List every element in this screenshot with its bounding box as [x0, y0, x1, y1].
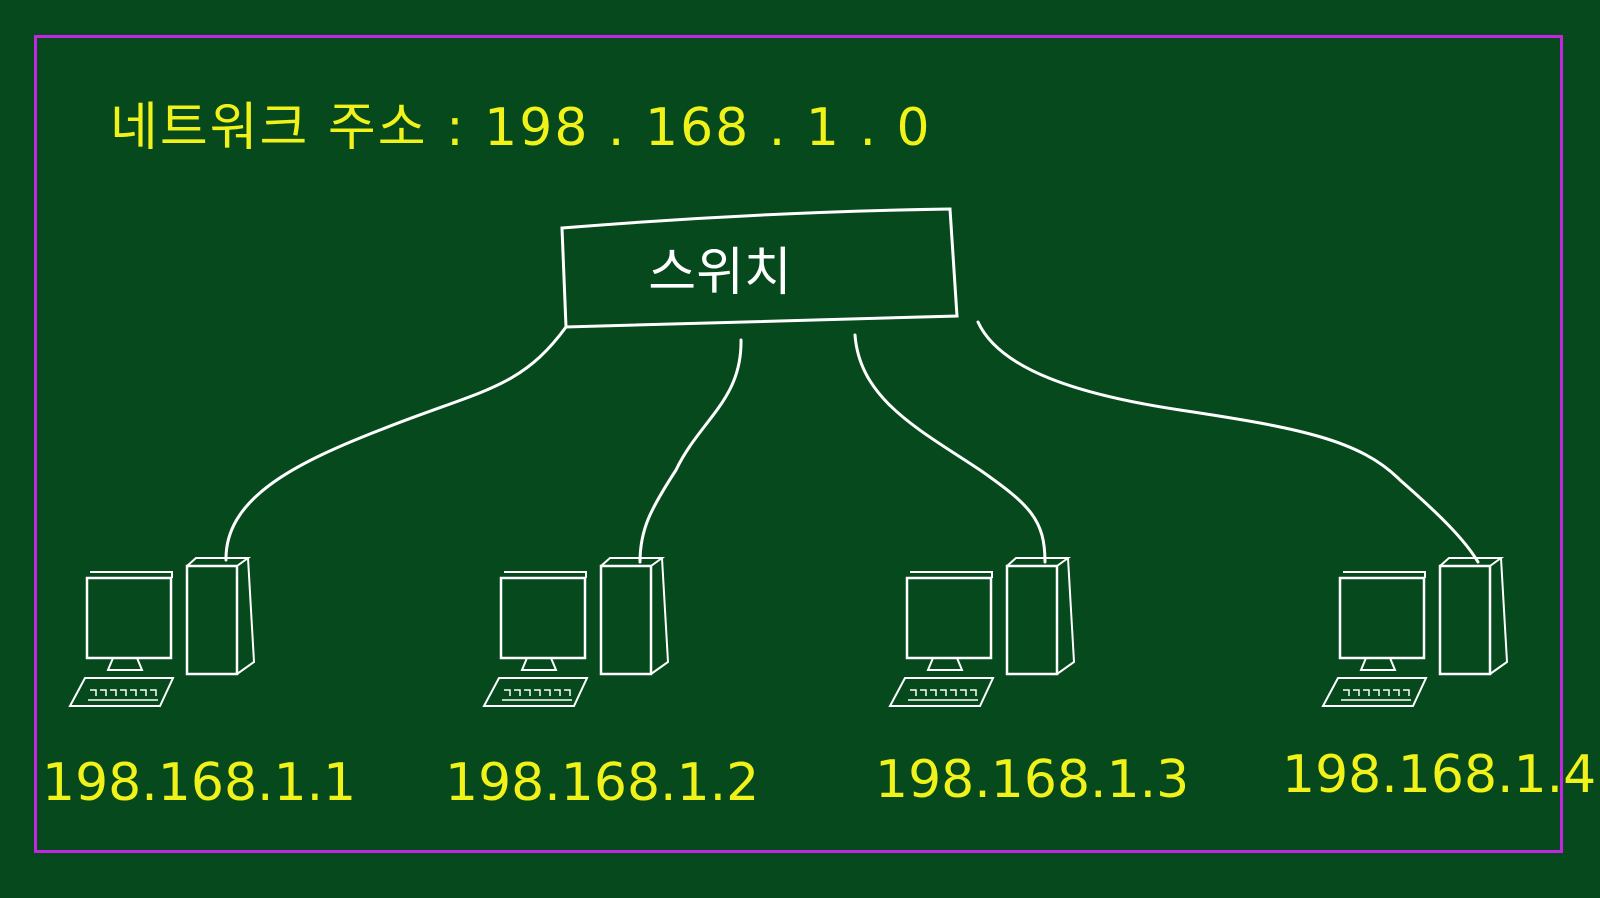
host-ip-label-2: 198.168.1.2: [445, 753, 759, 813]
computer-icon: [1321, 557, 1509, 707]
computer-icon: [482, 557, 670, 707]
cable-host-4: [976, 320, 1480, 564]
switch-node: 스위치: [560, 207, 959, 329]
switch-box: [560, 207, 959, 329]
network-address-label: 네트워크 주소 : 198 . 168 . 1 . 0: [110, 98, 932, 158]
host-ip-label-1: 198.168.1.1: [42, 753, 356, 813]
cable-host-1: [224, 325, 568, 562]
switch-label: 스위치: [648, 243, 792, 303]
computer-icon: [68, 557, 256, 707]
cable-host-2: [638, 338, 743, 564]
cable-host-3: [853, 333, 1047, 564]
board-frame: [34, 35, 1563, 853]
host-ip-label-4: 198.168.1.4: [1282, 745, 1596, 805]
computer-icon: [888, 557, 1076, 707]
host-ip-label-3: 198.168.1.3: [875, 750, 1189, 810]
